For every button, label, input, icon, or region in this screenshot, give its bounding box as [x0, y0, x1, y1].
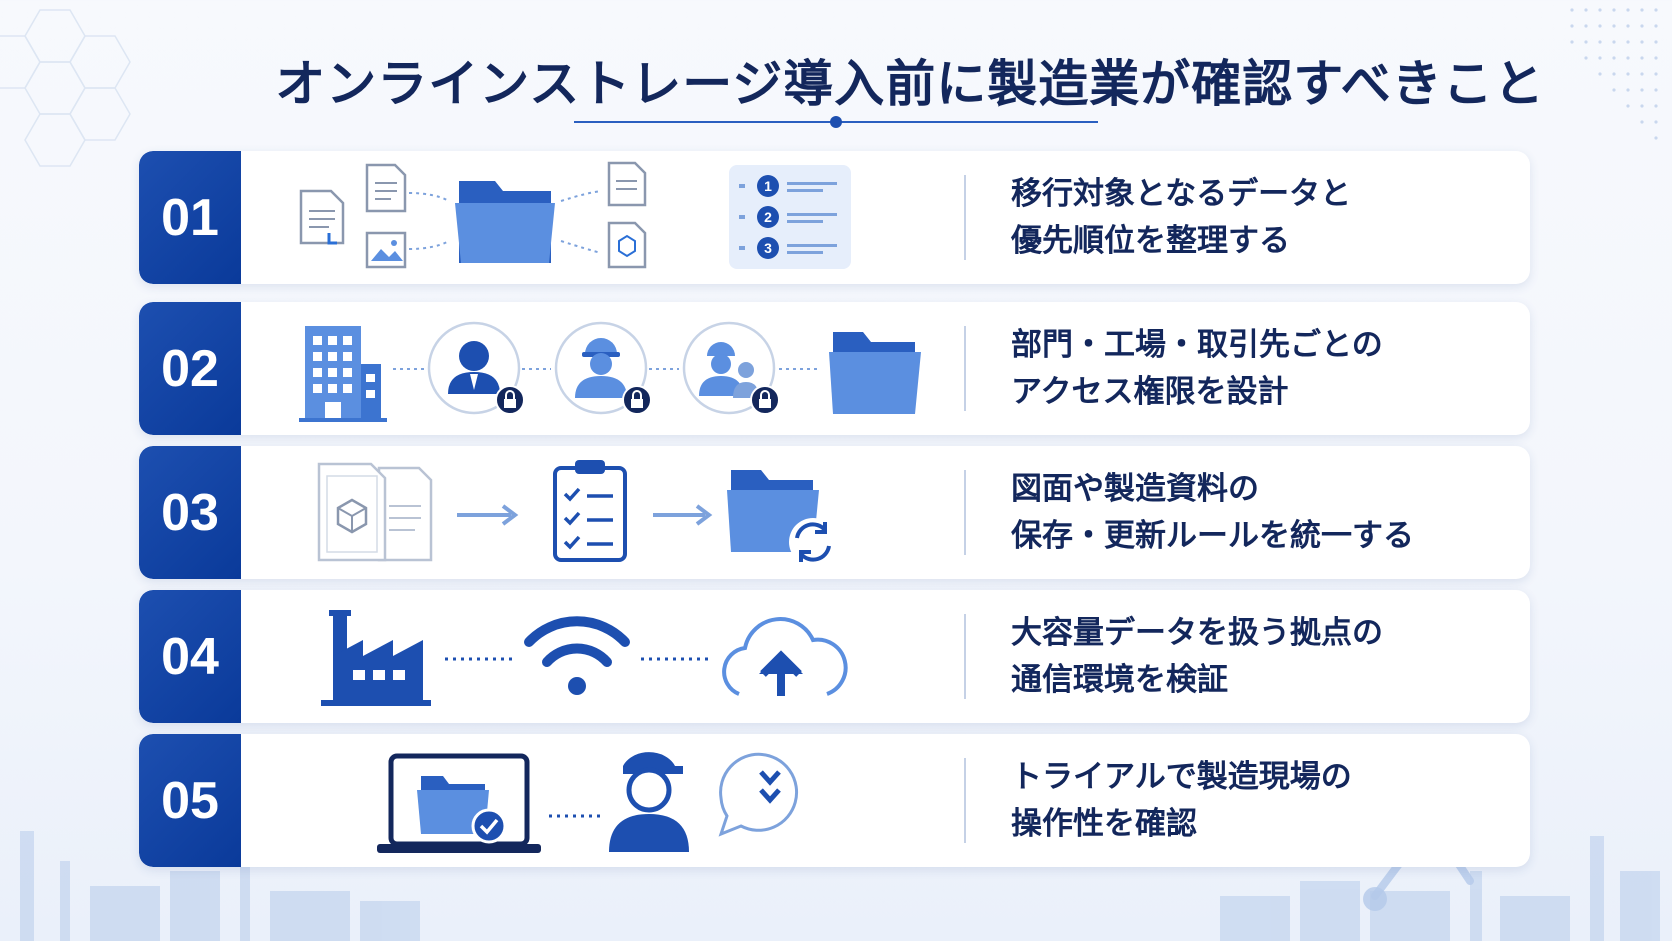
- step-text-line1: トライアルで製造現場の: [1011, 758, 1352, 795]
- step-02-description: 部門・工場・取引先ごとの アクセス権限を設計: [1011, 302, 1511, 435]
- step-02-card: 02: [139, 302, 1530, 435]
- step-text-line1: 移行対象となるデータと: [1011, 175, 1352, 212]
- step-01-illustration: 1 2 3: [299, 161, 851, 269]
- factory-skyline-decoration: [20, 831, 1660, 941]
- step-separator: [964, 470, 966, 555]
- step-text-line2: 操作性を確認: [1011, 805, 1197, 842]
- folder-sync-icon: [727, 470, 837, 566]
- step-01-description: 移行対象となるデータと 優先順位を整理する: [1011, 151, 1511, 284]
- step-03-illustration: [317, 460, 837, 566]
- arrow-right-icon: [653, 504, 713, 526]
- drawing-files-icon: [317, 462, 433, 562]
- step-text-line1: 部門・工場・取引先ごとの: [1011, 326, 1383, 363]
- step-separator: [964, 175, 966, 260]
- step-number: 05: [139, 734, 241, 867]
- laptop-folder-check-icon: [377, 753, 541, 853]
- step-text-line2: アクセス権限を設計: [1011, 373, 1289, 410]
- step-01-card: 01: [139, 151, 1530, 284]
- step-separator: [964, 758, 966, 843]
- hexagon-pattern-decoration: [0, 9, 131, 167]
- step-number: 03: [139, 446, 241, 579]
- step-separator: [964, 326, 966, 411]
- step-05-card: 05 トライアルで製造現場の 操作性を確認: [139, 734, 1530, 867]
- numbered-list-icon: 1 2 3: [729, 165, 851, 269]
- step-text-line1: 大容量データを扱う拠点の: [1011, 614, 1383, 651]
- step-04-illustration: [321, 610, 848, 706]
- wifi-icon: [524, 616, 630, 695]
- document-icon: [607, 161, 647, 207]
- document-icon: [365, 163, 407, 213]
- feedback-bubble-icon: [718, 752, 799, 837]
- step-05-illustration: [377, 752, 799, 853]
- step-number: 04: [139, 590, 241, 723]
- folder-icon: [829, 332, 921, 414]
- step-04-card: 04 大容量データを扱う拠点の 通信環境を検証: [139, 590, 1530, 723]
- step-text-line2: 優先順位を整理する: [1011, 222, 1290, 259]
- dot-grid-decoration: [1570, 8, 1658, 140]
- step-text-line1: 図面や製造資料の: [1011, 470, 1259, 507]
- step-04-description: 大容量データを扱う拠点の 通信環境を検証: [1011, 590, 1511, 723]
- factory-icon: [321, 610, 431, 706]
- group-lock-icon: [682, 321, 780, 415]
- step-02-illustration: [299, 321, 921, 422]
- step-number: 01: [139, 151, 241, 284]
- cloud-upload-icon: [722, 617, 848, 696]
- document-icon: [299, 189, 345, 245]
- title-underline: [574, 116, 1098, 128]
- list-number-2: 2: [764, 209, 772, 225]
- list-number-3: 3: [764, 240, 772, 256]
- step-03-card: 03: [139, 446, 1530, 579]
- arrow-right-icon: [457, 504, 519, 526]
- list-number-1: 1: [764, 178, 772, 194]
- step-text-line2: 保存・更新ルールを統一する: [1011, 517, 1414, 554]
- user-lock-icon: [427, 321, 525, 415]
- page-title: オンラインストレージ導入前に製造業が確認すべきこと: [275, 55, 1545, 113]
- image-file-icon: [365, 231, 407, 269]
- step-number: 02: [139, 302, 241, 435]
- step-separator: [964, 614, 966, 699]
- worker-icon: [609, 752, 689, 852]
- step-text-line2: 通信環境を検証: [1011, 661, 1228, 698]
- building-icon: [299, 326, 387, 422]
- folder-icon: [455, 181, 555, 263]
- step-03-description: 図面や製造資料の 保存・更新ルールを統一する: [1011, 446, 1511, 579]
- checklist-icon: [553, 460, 627, 562]
- cad-file-icon: [607, 221, 647, 269]
- worker-lock-icon: [554, 321, 652, 415]
- step-05-description: トライアルで製造現場の 操作性を確認: [1011, 734, 1511, 867]
